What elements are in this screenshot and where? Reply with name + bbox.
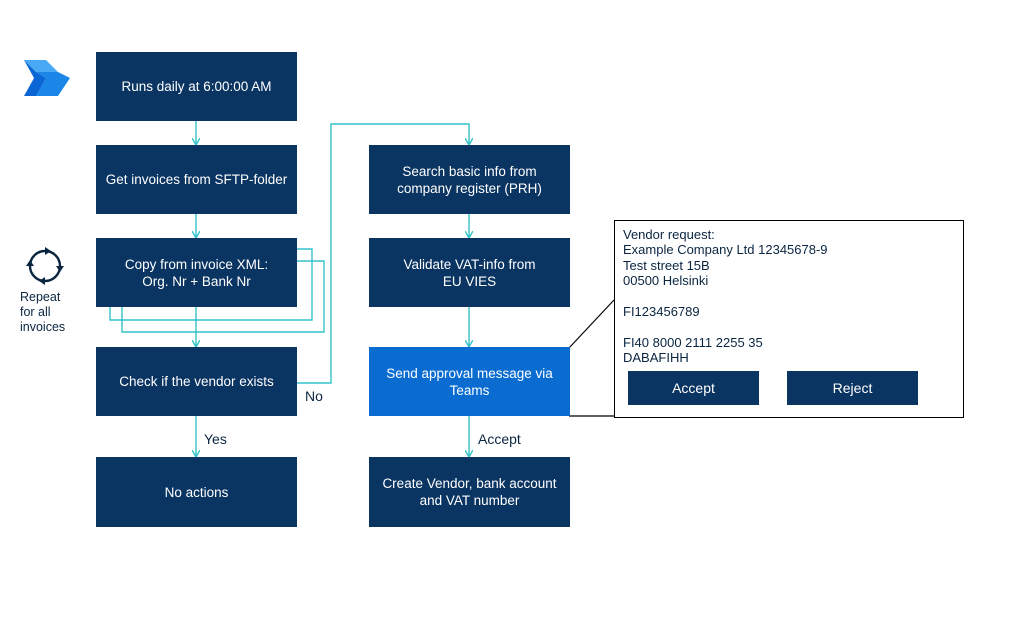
check-vendor-box: Check if the vendor exists: [96, 347, 297, 416]
power-automate-logo-icon: [24, 60, 70, 96]
card-line: Vendor request:: [623, 227, 715, 242]
card-line: Test street 15B: [623, 257, 710, 273]
edge-label-yes: Yes: [204, 431, 227, 447]
repeat-cycle-icon: [26, 247, 64, 285]
connector-no: [297, 123, 469, 384]
card-line: DABAFIHH: [623, 350, 689, 366]
reject-button[interactable]: Reject: [787, 371, 918, 405]
teams-approval-card: Vendor request: Example Company Ltd 1234…: [614, 220, 964, 418]
copy-xml-box: Copy from invoice XML: Org. Nr + Bank Nr: [96, 238, 297, 307]
repeat-loop-label: Repeat for all invoices: [20, 290, 66, 334]
edge-label-no: No: [305, 388, 323, 404]
no-actions-box: No actions: [96, 457, 297, 527]
card-line: Example Company Ltd 12345678-9: [623, 242, 828, 258]
accept-button[interactable]: Accept: [628, 371, 759, 405]
card-line: [623, 319, 828, 334]
card-line: 00500 Helsinki: [623, 273, 709, 289]
vendor-request-details: Vendor request: Example Company Ltd 1234…: [623, 227, 828, 366]
edge-label-accept: Accept: [478, 431, 521, 447]
send-approval-box: Send approval message via Teams: [369, 347, 570, 416]
callout-line-top: [568, 299, 615, 349]
validate-vat-box: Validate VAT-info from EU VIES: [369, 238, 570, 307]
search-prh-box: Search basic info from company register …: [369, 145, 570, 214]
create-vendor-box: Create Vendor, bank account and VAT numb…: [369, 457, 570, 527]
get-invoices-box: Get invoices from SFTP-folder: [96, 145, 297, 214]
card-line: FI123456789: [623, 303, 700, 319]
loop-frame-1: [109, 248, 313, 321]
trigger-box: Runs daily at 6:00:00 AM: [96, 52, 297, 121]
card-line: [623, 289, 828, 304]
loop-frame-2: [121, 260, 325, 333]
card-line: FI40 8000 2111 2255 35: [623, 334, 763, 350]
